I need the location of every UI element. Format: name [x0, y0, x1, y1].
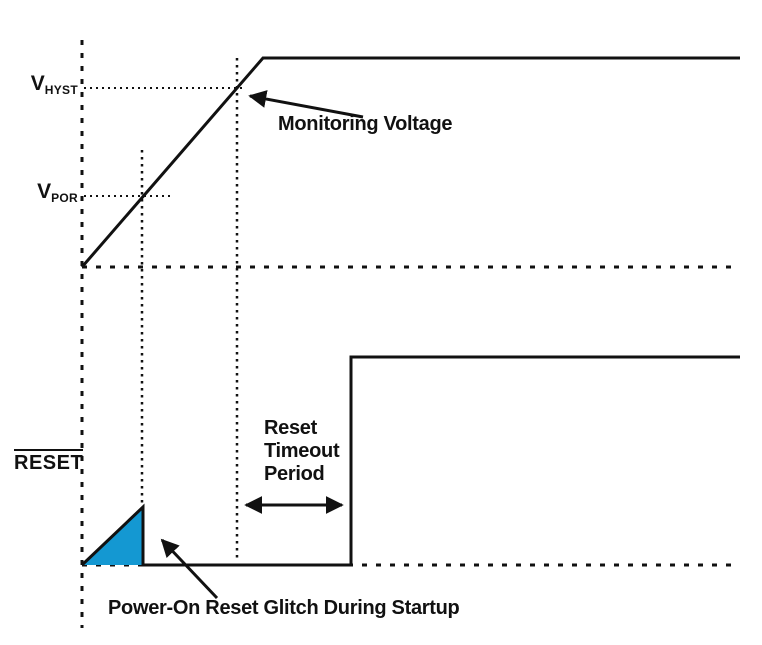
v-hyst-label: VHYST — [14, 72, 78, 102]
monitoring-voltage-trace — [80, 56, 740, 268]
v-por-label-base: V — [37, 180, 52, 203]
por-glitch-triangle-outline — [80, 503, 145, 567]
monitoring-voltage-arrow — [248, 90, 364, 119]
v-hyst-label-subscript: HYST — [44, 83, 78, 97]
reset-signal-label-text: RESET — [14, 449, 84, 475]
reset-timeout-period-label: Reset Timeout Period — [264, 417, 340, 485]
monitoring-voltage-label: Monitoring Voltage — [278, 113, 453, 135]
reset-signal-trace — [143, 355, 740, 567]
v-hyst-label-base: V — [30, 72, 45, 95]
por-glitch-arrow — [160, 538, 219, 600]
v-por-label-subscript: POR — [51, 191, 78, 205]
por-glitch-label: Power-On Reset Glitch During Startup — [108, 597, 460, 619]
v-por-label: VPOR — [14, 180, 78, 210]
reset-signal-label: RESET — [14, 449, 84, 475]
